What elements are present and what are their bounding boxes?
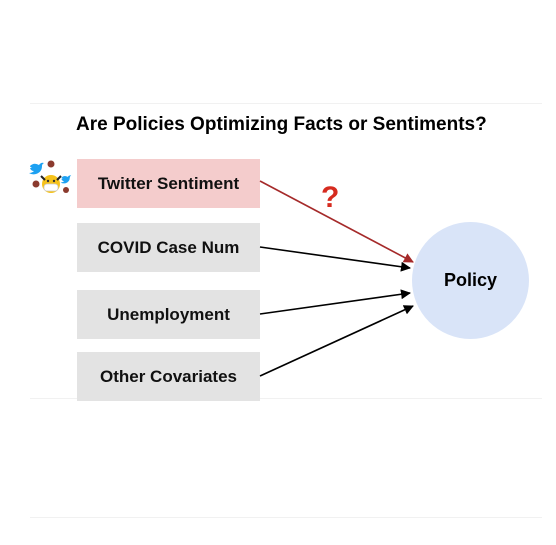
emoji-face-icon [40, 175, 62, 193]
input-label: Unemployment [107, 304, 230, 324]
diagram-title: Are Policies Optimizing Facts or Sentime… [76, 114, 487, 135]
input-box-covid-case-num: COVID Case Num [77, 223, 260, 272]
input-box-other-covariates: Other Covariates [77, 352, 260, 401]
input-box-unemployment: Unemployment [77, 290, 260, 339]
arrow-covid-to-policy [259, 246, 411, 272]
arrow-unemployment-to-policy [259, 289, 411, 315]
arrow-covariates-to-policy [259, 305, 414, 377]
top-divider [30, 103, 542, 104]
virus-icon [32, 160, 69, 193]
input-label: Other Covariates [100, 366, 237, 386]
bottom-divider [30, 398, 542, 399]
question-mark: ? [321, 181, 340, 214]
input-label: COVID Case Num [97, 237, 240, 257]
twitter-bird-icon [29, 162, 44, 175]
policy-node: Policy [412, 222, 529, 339]
twitter-bird-icon [60, 175, 72, 184]
lower-divider [30, 517, 542, 518]
policy-label: Policy [443, 270, 498, 290]
twitter-covid-emoji-icon [28, 158, 76, 200]
input-label: Twitter Sentiment [97, 173, 240, 193]
arrow-twitter-to-policy [259, 180, 414, 263]
input-box-twitter-sentiment: Twitter Sentiment [77, 159, 260, 208]
